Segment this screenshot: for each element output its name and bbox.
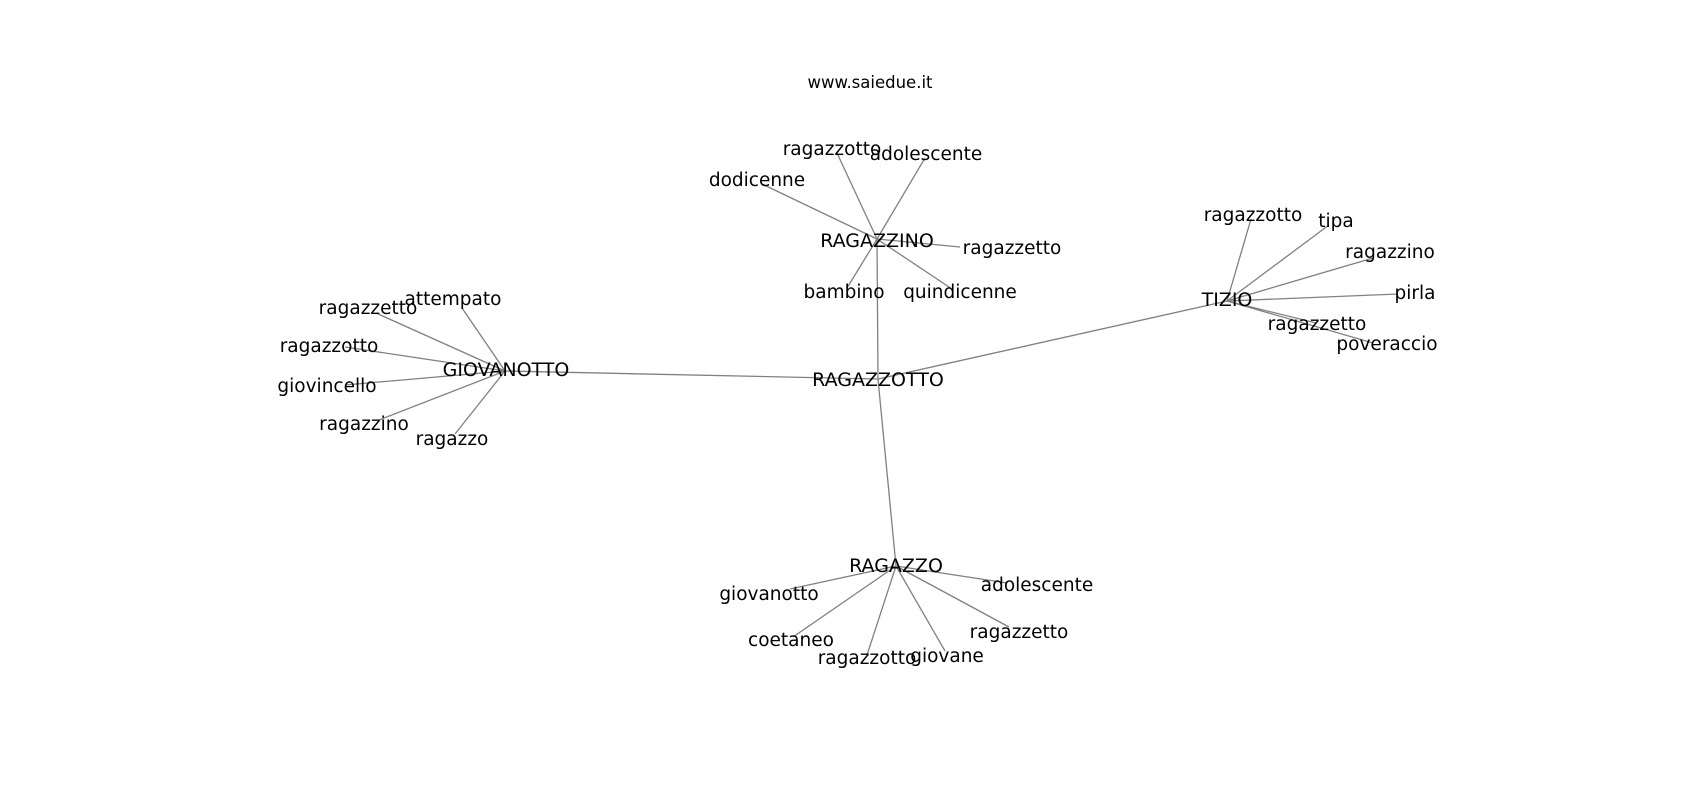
node-label-r-adolescente: adolescente <box>981 575 1093 596</box>
graph-edges <box>344 152 1399 656</box>
node-label-g-ragazzetto: ragazzetto <box>319 298 418 319</box>
node-label-g-ragazzo: ragazzo <box>416 429 489 450</box>
edge-giovanotto-g_giovincello <box>344 370 506 386</box>
node-label-ragazzotto: RAGAZZOTTO <box>812 369 944 391</box>
node-label-r-giovanotto: giovanotto <box>719 584 818 605</box>
edge-ragazzino-rn_ragazzotto <box>836 152 878 240</box>
edge-ragazzino-rn_ragazzetto <box>876 238 961 248</box>
node-label-rn-ragazzetto: ragazzetto <box>963 238 1062 259</box>
site-title: www.saiedue.it <box>807 73 933 92</box>
edge-giovanotto-g_ragazzetto <box>375 312 506 372</box>
node-label-r-ragazzotto: ragazzotto <box>818 648 917 669</box>
edge-ragazzo-r_giovane <box>895 565 946 652</box>
graph-node-labels: RAGAZZOTTO RAGAZZINO TIZIO GIOVANOTTO RAGAZZ… <box>277 139 1437 669</box>
node-label-t-ragazzino: ragazzino <box>1345 242 1435 263</box>
node-label-r-ragazzetto: ragazzetto <box>970 622 1069 643</box>
edge-giovanotto-g_ragazzino <box>378 370 506 421</box>
node-label-giovanotto: GIOVANOTTO <box>443 359 570 381</box>
edge-giovanotto-g_ragazzo <box>454 370 506 435</box>
edge-giovanotto-g_ragazzotto <box>344 346 506 372</box>
edge-ragazzino-rn_bambino <box>846 238 878 289</box>
edge-tizio-t_ragazzino <box>1226 257 1374 302</box>
node-label-ragazzo: RAGAZZO <box>849 555 943 577</box>
edge-ragazzo-r_ragazzetto <box>895 565 1010 628</box>
node-label-r-coetaneo: coetaneo <box>748 630 834 651</box>
edge-ragazzo-r_ragazzotto <box>866 565 897 656</box>
edge-ragazzo-r_adolescente <box>895 565 1008 584</box>
edge-ragazzino-rn_adolescente <box>876 157 926 240</box>
edge-ragazzo-r_giovanotto <box>789 565 897 590</box>
node-label-t-pirla: pirla <box>1395 283 1436 304</box>
node-label-t-ragazzotto: ragazzotto <box>1204 205 1303 226</box>
node-label-rn-bambino: bambino <box>803 282 884 303</box>
node-label-rn-adolescente: adolescente <box>870 144 982 165</box>
edge-tizio-t_tipa <box>1226 224 1330 302</box>
edge-ragazzotto-giovanotto <box>504 370 879 380</box>
node-label-t-tipa: tipa <box>1318 211 1353 232</box>
node-label-t-ragazzetto: ragazzetto <box>1268 314 1367 335</box>
edge-ragazzotto-ragazzo <box>877 378 897 567</box>
node-label-r-giovane: giovane <box>910 646 984 667</box>
node-label-rn-quindicenne: quindicenne <box>903 282 1017 303</box>
node-label-g-ragazzino: ragazzino <box>319 414 409 435</box>
node-label-g-giovincello: giovincello <box>277 376 376 397</box>
edge-ragazzino-rn_dodicenne <box>761 183 878 240</box>
edge-ragazzotto-tizio <box>877 300 1228 380</box>
node-label-rn-ragazzotto: ragazzotto <box>783 139 882 160</box>
edge-tizio-t_ragazzotto <box>1226 218 1252 302</box>
edge-ragazzo-r_coetaneo <box>792 565 897 638</box>
edge-ragazzotto-ragazzino <box>876 238 879 380</box>
edge-tizio-t_pirla <box>1226 293 1399 302</box>
node-label-ragazzino: RAGAZZINO <box>820 230 934 252</box>
node-label-g-attempato: attempato <box>405 289 502 310</box>
node-label-tizio: TIZIO <box>1201 289 1253 311</box>
node-label-t-poveraccio: poveraccio <box>1336 334 1437 355</box>
node-label-rn-dodicenne: dodicenne <box>709 170 805 191</box>
edge-ragazzino-rn_quindicenne <box>876 238 953 290</box>
node-label-g-ragazzotto: ragazzotto <box>280 336 379 357</box>
edge-giovanotto-g_attempato <box>461 307 506 372</box>
edge-tizio-t_poveraccio <box>1226 300 1374 344</box>
